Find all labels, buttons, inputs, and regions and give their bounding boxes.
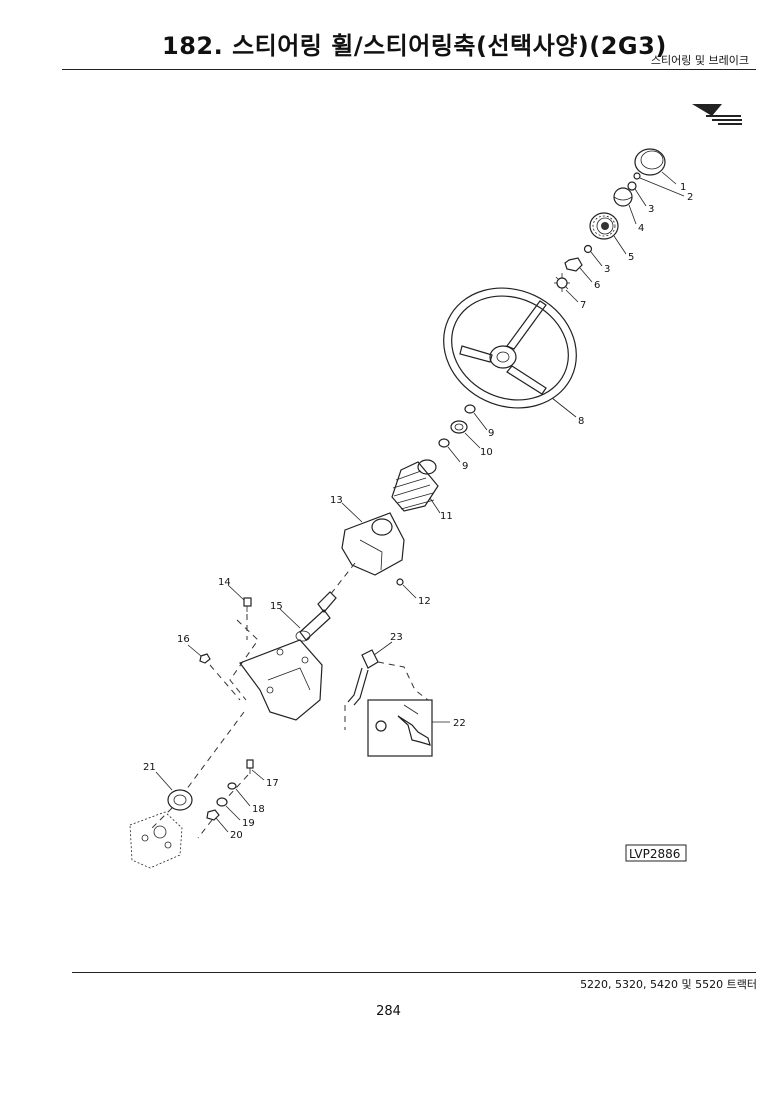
callout-10: 10 xyxy=(480,447,493,458)
page-number: 284 xyxy=(376,1004,401,1019)
direction-arrow-icon xyxy=(692,104,742,125)
part-ring-lower xyxy=(438,438,450,448)
callout-12: 12 xyxy=(418,596,431,607)
callout-22: 22 xyxy=(453,718,466,729)
leader-lines xyxy=(155,171,685,833)
assembly-lines xyxy=(149,562,429,839)
callout-1: 1 xyxy=(680,182,686,193)
part-dome-cover xyxy=(613,187,633,207)
part-washer-lower xyxy=(583,244,593,254)
header-rule xyxy=(62,69,756,70)
reference-code: LVP2886 xyxy=(629,847,680,861)
part-bolt-upper xyxy=(243,597,252,612)
part-washer-flat xyxy=(216,797,228,807)
part-screw xyxy=(396,578,404,586)
page-title: 182. 스티어링 휠/스티어링축(선택사양)(2G3) xyxy=(162,32,667,60)
callout-5: 5 xyxy=(628,252,634,263)
section-label: 스티어링 및 브레이크 xyxy=(650,54,749,67)
part-steering-wheel xyxy=(443,287,577,409)
callout-4: 4 xyxy=(638,223,644,234)
part-star-lock xyxy=(554,273,570,292)
callout-7: 7 xyxy=(580,300,586,311)
part-gas-spring xyxy=(347,649,379,706)
part-cap xyxy=(634,148,666,176)
callout-3: 3 xyxy=(648,204,654,215)
callout-18: 18 xyxy=(252,804,265,815)
footer-rule xyxy=(72,972,756,973)
part-washer-small xyxy=(227,782,237,790)
callout-3-lower: 3 xyxy=(604,264,610,275)
callout-17: 17 xyxy=(266,778,279,789)
reference-code-box: LVP2886 xyxy=(625,844,687,862)
part-hub xyxy=(589,212,619,240)
callout-9-lower: 9 xyxy=(462,461,468,472)
callout-23: 23 xyxy=(390,632,403,643)
part-ring-upper xyxy=(464,404,476,414)
callout-21: 21 xyxy=(143,762,156,773)
part-nut xyxy=(564,257,583,272)
part-nut-side xyxy=(199,653,211,664)
callout-13: 13 xyxy=(330,495,343,506)
callout-19: 19 xyxy=(242,818,255,829)
part-small-nut xyxy=(633,172,641,180)
callout-14: 14 xyxy=(218,577,231,588)
callout-16: 16 xyxy=(177,634,190,645)
callout-labels: 1 2 3 4 5 3 6 7 8 9 10 9 11 13 12 14 15 … xyxy=(143,182,693,841)
part-washer-upper xyxy=(627,181,637,191)
part-steering-shaft xyxy=(239,591,337,721)
callout-2: 2 xyxy=(687,192,693,203)
callout-11: 11 xyxy=(440,511,453,522)
part-bushing xyxy=(450,420,468,434)
callout-6: 6 xyxy=(594,280,600,291)
part-steering-valve xyxy=(129,811,183,869)
part-column-housing xyxy=(341,512,405,576)
callout-8: 8 xyxy=(578,416,584,427)
part-bellows-boot xyxy=(391,459,439,512)
footer-models: 5220, 5320, 5420 및 5520 트랙터 xyxy=(580,978,757,991)
part-lever-detail xyxy=(367,699,433,757)
callout-20: 20 xyxy=(230,830,243,841)
part-bolt-lower xyxy=(246,759,254,774)
callout-15: 15 xyxy=(270,601,283,612)
part-nut-lower xyxy=(206,809,220,821)
callout-9: 9 xyxy=(488,428,494,439)
part-flange xyxy=(167,789,193,811)
